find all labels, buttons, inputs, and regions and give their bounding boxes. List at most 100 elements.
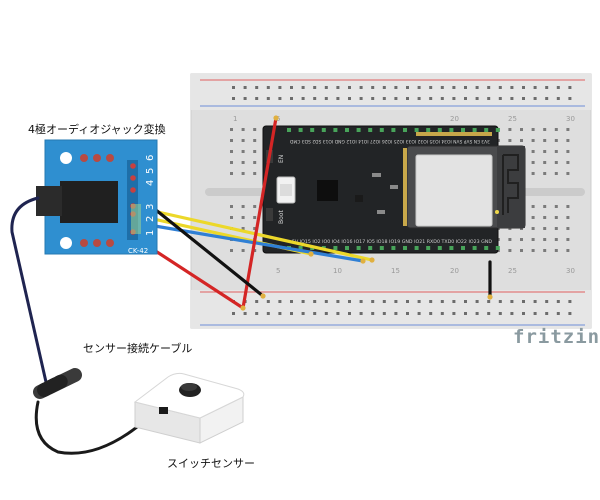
boot-button[interactable] xyxy=(266,208,273,221)
breadboard-hole xyxy=(531,128,535,131)
breadboard-hole xyxy=(417,300,421,303)
breadboard-hole xyxy=(253,216,257,219)
breadboard-hole xyxy=(566,172,570,175)
solder-pad xyxy=(80,239,88,247)
breadboard-hole xyxy=(545,300,549,303)
breadboard-hole xyxy=(336,86,340,89)
sensor-cable-label: センサー接続ケーブル xyxy=(83,342,193,355)
breadboard-hole xyxy=(522,97,525,100)
breadboard-hole xyxy=(243,97,247,100)
breadboard-hole xyxy=(359,97,363,100)
header-pin xyxy=(321,128,326,132)
pin-highlight xyxy=(131,204,141,234)
breadboard-hole xyxy=(241,150,245,153)
breadboard-hole xyxy=(556,86,560,89)
pin-4 xyxy=(130,187,136,193)
breadboard-hole xyxy=(533,312,537,315)
antenna-trace xyxy=(502,154,519,215)
breadboard-hole xyxy=(348,300,351,303)
breadboard-hole xyxy=(508,128,512,131)
breadboard-hole xyxy=(290,312,293,315)
breadboard-hole xyxy=(348,86,351,89)
breadboard-hole xyxy=(348,312,351,315)
breadboard-hole xyxy=(429,300,433,303)
breadboard-hole xyxy=(531,249,535,252)
breadboard-hole xyxy=(543,249,547,252)
breadboard-hole xyxy=(348,97,351,100)
breadboard-hole xyxy=(417,312,421,315)
breadboard-hole xyxy=(371,86,375,89)
smd-component xyxy=(372,173,381,177)
breadboard-hole xyxy=(406,312,409,315)
wire-yellow-1 xyxy=(129,204,374,262)
breadboard-hole xyxy=(440,97,444,100)
breadboard-hole xyxy=(255,312,259,315)
breadboard-hole xyxy=(522,300,525,303)
breadboard-hole xyxy=(498,300,502,303)
sensor-cable xyxy=(10,196,164,455)
breadboard-hole xyxy=(253,150,257,153)
header-pin xyxy=(449,246,454,250)
header-pin xyxy=(391,246,396,250)
en-button-label: EN xyxy=(278,155,285,163)
pin-label-3: 3 xyxy=(145,204,156,210)
breadboard-hole xyxy=(568,86,572,89)
header-pin xyxy=(426,246,431,250)
esp32-top-pin-labels: 3V3 EN SVP SVN IO34 IO35 IO32 IO33 IO25 … xyxy=(290,138,490,144)
cable-navy-section xyxy=(10,196,48,384)
breadboard-hole xyxy=(566,128,570,131)
breadboard-hole xyxy=(230,139,233,142)
breadboard-hole xyxy=(556,97,560,100)
solder-pad xyxy=(106,154,114,162)
top-power-rail xyxy=(191,74,591,110)
breadboard-hole xyxy=(440,312,444,315)
breadboard-hole xyxy=(359,86,363,89)
pin-label-4: 4 xyxy=(145,180,156,186)
boot-button-label: Boot xyxy=(278,210,285,224)
breadboard-hole xyxy=(336,97,340,100)
breadboard-hole xyxy=(253,172,257,175)
fritzing-logo: fritzing xyxy=(513,326,600,348)
pin-label-5: 5 xyxy=(145,168,156,174)
bottom-power-rail xyxy=(191,290,591,328)
breadboard-hole xyxy=(545,97,549,100)
breadboard-hole xyxy=(566,205,570,208)
sensor-button-top xyxy=(181,383,197,391)
breadboard-hole xyxy=(241,227,245,230)
breadboard-hole xyxy=(533,86,537,89)
breadboard-hole xyxy=(531,227,535,230)
usb-port-inner xyxy=(280,184,292,196)
breadboard-hole xyxy=(406,86,409,89)
breadboard-hole xyxy=(452,300,456,303)
header-pin xyxy=(379,128,384,132)
header-pin xyxy=(345,246,349,250)
breadboard-hole xyxy=(543,216,547,219)
header-pin xyxy=(287,128,291,132)
breadboard-hole xyxy=(417,97,421,100)
breadboard-hole xyxy=(475,86,479,89)
breadboard-hole xyxy=(543,227,547,230)
breadboard-hole xyxy=(429,312,433,315)
breadboard-hole xyxy=(324,300,328,303)
breadboard-hole xyxy=(230,172,233,175)
breadboard-hole xyxy=(508,139,512,142)
breadboard-hole xyxy=(301,97,305,100)
esp32-bottom-pin-labels: 5V IO15 IO2 IO0 IO4 IO16 IO17 IO5 IO18 I… xyxy=(292,239,492,245)
col-label-bottom-30: 30 xyxy=(566,267,575,275)
pin-label-1: 1 xyxy=(145,230,156,236)
breadboard-hole xyxy=(452,86,456,89)
header-pin xyxy=(368,128,373,132)
col-label-bottom-20: 20 xyxy=(450,267,459,275)
pin-5 xyxy=(130,175,136,181)
breadboard-hole xyxy=(475,300,479,303)
converter-header xyxy=(127,160,138,240)
breadboard-hole xyxy=(313,97,317,100)
breadboard-hole xyxy=(382,300,386,303)
wires xyxy=(129,115,493,311)
header-pin xyxy=(345,128,349,132)
header-pin xyxy=(310,128,315,132)
col-label-bottom-10: 10 xyxy=(333,267,342,275)
audio-jack-converter: 6 5 4 3 2 1 CK-42 xyxy=(36,139,158,255)
breadboard-hole xyxy=(371,300,375,303)
breadboard-hole xyxy=(440,300,444,303)
